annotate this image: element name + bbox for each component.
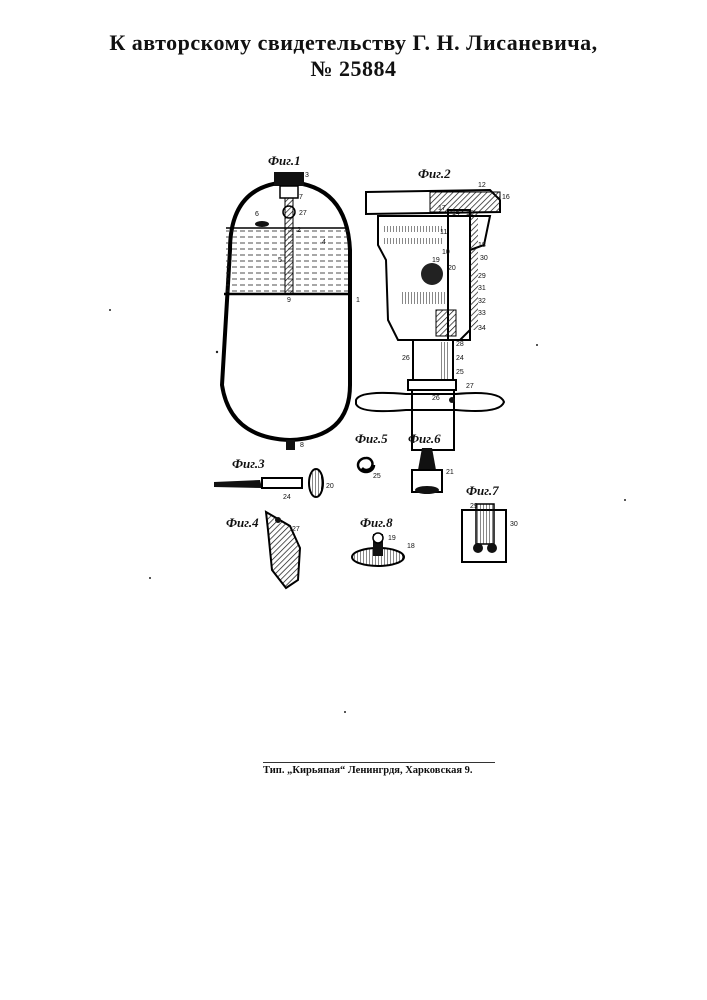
svg-text:10: 10 xyxy=(442,249,450,256)
svg-text:14: 14 xyxy=(452,210,460,217)
figure-2: Фиг.2 12 16 17 14 15 10 18 11 30 19 20 2… xyxy=(356,166,510,450)
fig8-label: Фиг.8 xyxy=(360,515,393,530)
central-tube xyxy=(285,198,293,294)
svg-text:24: 24 xyxy=(283,494,291,501)
svg-text:29: 29 xyxy=(470,503,478,510)
svg-text:30: 30 xyxy=(480,255,488,262)
fig7-label: Фиг.7 xyxy=(466,483,499,498)
footer-rule xyxy=(263,762,495,763)
svg-text:16: 16 xyxy=(502,194,510,201)
figure-6: Фиг.6 21 xyxy=(408,431,454,494)
fig2-label: Фиг.2 xyxy=(418,166,451,181)
figure-1: Фиг.1 3 7 6 27 2 4 5 9 1 8 xyxy=(222,153,360,450)
svg-text:18: 18 xyxy=(478,242,486,249)
fig1-label: Фиг.1 xyxy=(268,153,301,168)
svg-text:27: 27 xyxy=(299,210,307,217)
svg-text:1: 1 xyxy=(356,297,360,304)
svg-text:31: 31 xyxy=(478,285,486,292)
top-fitting xyxy=(274,172,304,186)
svg-text:9: 9 xyxy=(287,297,291,304)
figure-3: Фиг.3 24 20 xyxy=(214,456,334,501)
svg-text:20: 20 xyxy=(326,483,334,490)
svg-text:29: 29 xyxy=(478,273,486,280)
svg-text:19: 19 xyxy=(432,257,440,264)
svg-text:7: 7 xyxy=(299,194,303,201)
svg-text:27: 27 xyxy=(466,383,474,390)
svg-text:26: 26 xyxy=(432,395,440,402)
svg-text:8: 8 xyxy=(300,442,304,449)
svg-text:4: 4 xyxy=(322,239,326,246)
figure-5: Фиг.5 25 xyxy=(355,431,388,480)
scan-artifacts xyxy=(109,309,626,713)
fig6-label: Фиг.6 xyxy=(408,431,441,446)
svg-text:19: 19 xyxy=(388,535,396,542)
fig3-label: Фиг.3 xyxy=(232,456,265,471)
svg-text:5: 5 xyxy=(278,257,282,264)
svg-text:21: 21 xyxy=(446,469,454,476)
fig4-label: Фиг.4 xyxy=(226,515,259,530)
figure-8: Фиг.8 19 18 xyxy=(352,515,415,566)
svg-text:15: 15 xyxy=(466,210,474,217)
bottom-fitting xyxy=(286,440,295,450)
svg-text:12: 12 xyxy=(478,182,486,189)
svg-text:11: 11 xyxy=(440,229,447,236)
svg-text:30: 30 xyxy=(510,521,518,528)
svg-text:2: 2 xyxy=(297,227,301,234)
svg-text:26: 26 xyxy=(402,355,410,362)
figure-7: Фиг.7 29 30 xyxy=(462,483,518,562)
svg-text:28: 28 xyxy=(456,341,464,348)
svg-text:6: 6 xyxy=(255,211,259,218)
svg-text:17: 17 xyxy=(438,205,446,212)
wing-handle xyxy=(356,393,504,411)
figure-4: Фиг.4 27 xyxy=(226,512,300,588)
svg-text:25: 25 xyxy=(456,369,464,376)
svg-text:20: 20 xyxy=(448,265,456,272)
printer-imprint: Тип. „Кирьяпая“ Ленингрдя, Харковская 9. xyxy=(263,765,503,776)
svg-text:34: 34 xyxy=(478,325,486,332)
svg-text:33: 33 xyxy=(478,310,486,317)
svg-text:18: 18 xyxy=(407,543,415,550)
svg-text:27: 27 xyxy=(292,526,300,533)
svg-text:32: 32 xyxy=(478,298,486,305)
svg-text:24: 24 xyxy=(456,355,464,362)
fig5-label: Фиг.5 xyxy=(355,431,388,446)
svg-text:3: 3 xyxy=(305,172,309,179)
float xyxy=(255,221,269,227)
svg-text:25: 25 xyxy=(373,473,381,480)
ball-valve xyxy=(421,263,443,285)
